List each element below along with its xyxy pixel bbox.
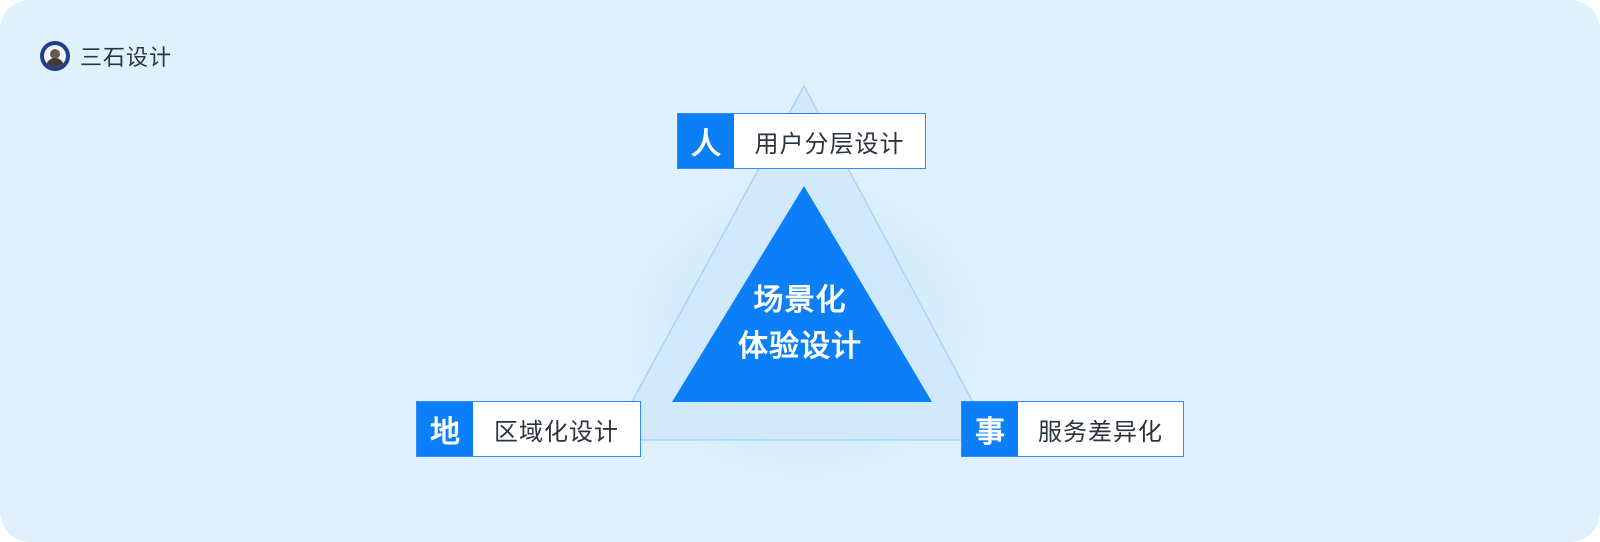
node-people: 人 用户分层设计 — [677, 113, 926, 169]
center-label: 场景化 体验设计 — [700, 278, 900, 370]
avatar — [40, 41, 70, 71]
node-place-label: 区域化设计 — [494, 417, 619, 446]
node-people-key: 人 — [678, 114, 734, 168]
brand: 三石设计 — [40, 40, 172, 72]
node-place-key: 地 — [417, 402, 473, 456]
inner-triangle — [672, 186, 932, 402]
node-event: 事 服务差异化 — [961, 401, 1184, 457]
node-people-label: 用户分层设计 — [754, 129, 905, 158]
node-place: 地 区域化设计 — [416, 401, 641, 457]
brand-name: 三石设计 — [80, 46, 173, 71]
node-event-key: 事 — [962, 402, 1018, 456]
center-label-line1: 场景化 — [753, 283, 847, 318]
center-label-line2: 体验设计 — [738, 329, 862, 364]
node-event-label: 服务差异化 — [1038, 417, 1163, 446]
